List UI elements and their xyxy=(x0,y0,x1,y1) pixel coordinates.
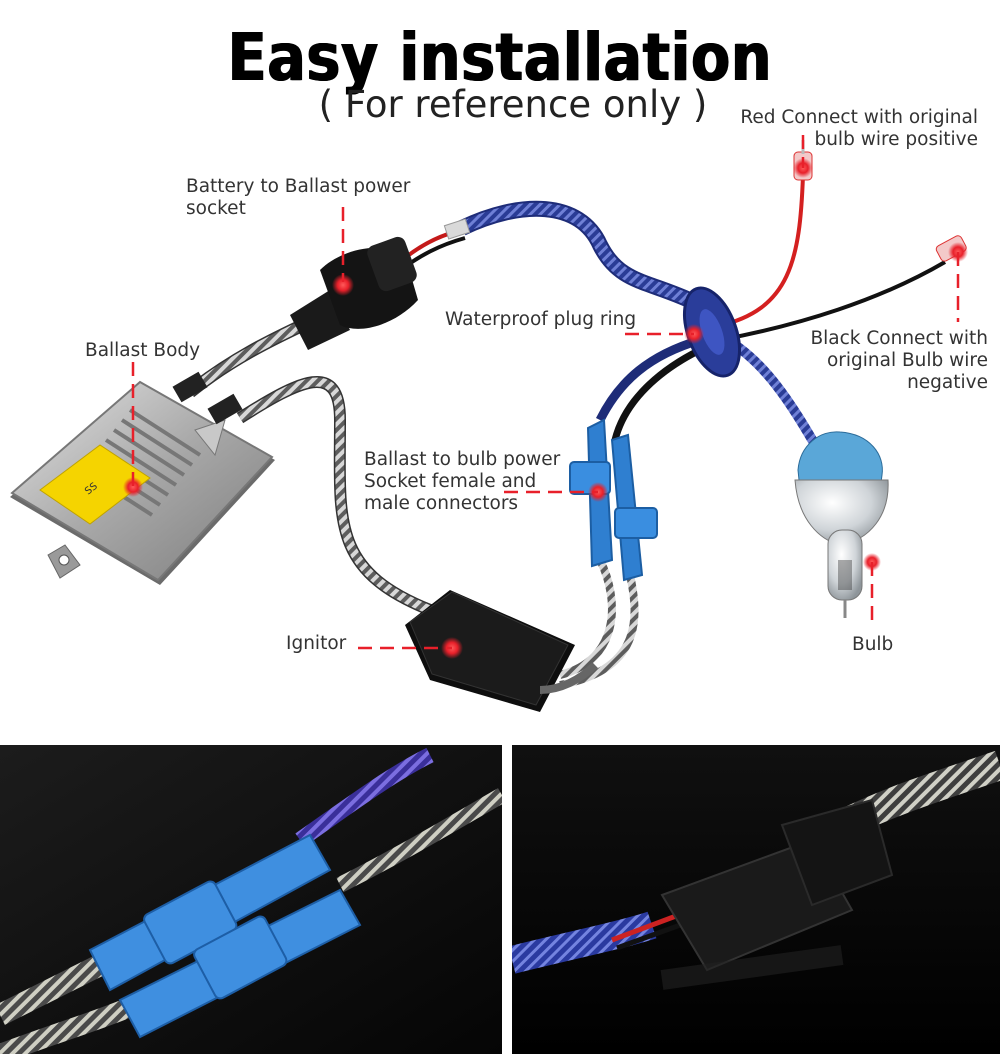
power-socket-closeup-photo xyxy=(512,745,1000,1054)
label-battery-socket: Battery to Ballast power socket xyxy=(186,176,411,219)
label-bulb-connectors: Ballast to bulb power Socket female and … xyxy=(364,449,561,514)
label-black-connect: Black Connect with original Bulb wire ne… xyxy=(810,328,988,393)
bulb-power-connectors xyxy=(569,418,658,582)
page-title: Easy installation xyxy=(227,19,773,96)
connector-closeup-photo xyxy=(0,745,502,1054)
xenon-bulb xyxy=(794,431,889,618)
diagram-section: Easy installation ( For reference only ) xyxy=(10,19,988,712)
marker-ballast-body xyxy=(123,477,143,497)
black-negative-wire xyxy=(719,260,947,342)
label-red-connect: Red Connect with original bulb wire posi… xyxy=(740,107,978,150)
marker-battery-socket xyxy=(332,274,354,296)
red-positive-wire xyxy=(717,174,805,328)
power-socket-connector xyxy=(290,236,418,350)
label-ballast-body: Ballast Body xyxy=(85,340,201,361)
leader-lines xyxy=(131,135,960,650)
label-ignitor: Ignitor xyxy=(286,633,347,654)
page-subtitle: ( For reference only ) xyxy=(318,83,708,126)
label-bulb: Bulb xyxy=(852,634,894,655)
label-waterproof-ring: Waterproof plug ring xyxy=(445,309,637,330)
wiring-diagram: SS xyxy=(10,135,968,712)
ballast-body: SS xyxy=(10,371,275,585)
ignitor-box xyxy=(405,590,598,712)
